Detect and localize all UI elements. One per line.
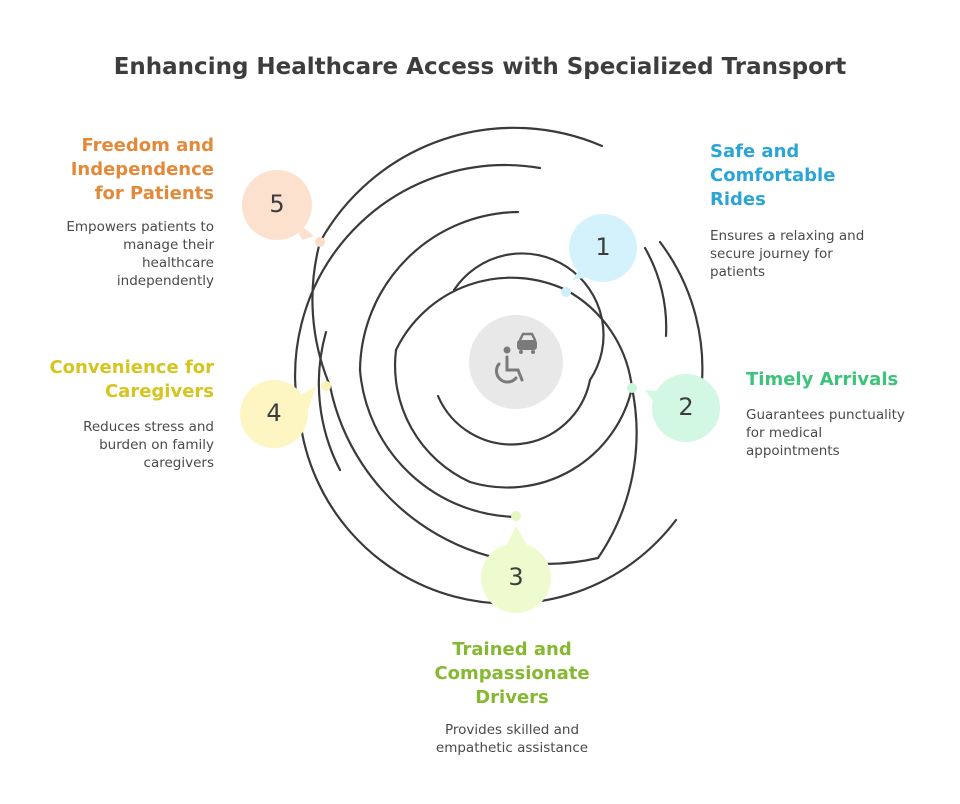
item-5-desc-line: healthcare <box>142 255 214 271</box>
item-1-heading-line: Safe and <box>710 141 800 162</box>
dot-3 <box>511 511 521 521</box>
item-4-desc-line: Reduces stress and <box>83 419 214 435</box>
center-hub <box>469 315 563 409</box>
item-5-desc-line: independently <box>116 273 214 289</box>
dot-1 <box>561 287 571 297</box>
item-1-desc-line: Ensures a relaxing and <box>710 228 865 244</box>
item-2-desc-line: for medical <box>746 425 823 441</box>
wheelchair-car-icon <box>495 332 537 384</box>
item-1-desc-line: secure journey for <box>710 246 833 262</box>
ring-outer-3 <box>596 386 638 560</box>
item-1-heading-line: Rides <box>710 189 766 210</box>
item-5-desc-line: manage their <box>123 237 214 253</box>
item-5-heading-line: for Patients <box>94 183 214 204</box>
ring-core-2 <box>452 252 605 382</box>
item-4-heading: Convenience for Caregivers <box>14 356 214 404</box>
bubble-3 <box>481 526 551 613</box>
item-2-number: 2 <box>678 393 694 421</box>
item-3-heading: Trained and Compassionate Drivers <box>392 638 632 710</box>
item-5-desc-line: Empowers patients to <box>66 219 214 235</box>
page-title: Enhancing Healthcare Access with Special… <box>113 54 847 80</box>
dot-4 <box>321 381 331 391</box>
item-4-description: Reduces stress and burden on family care… <box>14 418 214 472</box>
dot-5 <box>315 237 325 247</box>
item-5-heading-line: Independence <box>70 159 214 180</box>
item-5-heading-line: Freedom and <box>81 135 214 156</box>
bubble-1 <box>569 214 637 282</box>
ring-inner-3 <box>393 348 472 484</box>
ring-third-2 <box>643 246 668 338</box>
ring-second <box>294 163 542 422</box>
item-3-description: Provides skilled and empathetic assistan… <box>392 721 632 757</box>
ring-inner <box>564 288 634 390</box>
item-3-heading-line: Drivers <box>475 687 549 708</box>
item-2-heading: Timely Arrivals <box>746 368 946 392</box>
ring-outer <box>318 126 604 244</box>
item-5-heading: Freedom and Independence for Patients <box>14 134 214 206</box>
item-4-heading-line: Caregivers <box>104 381 214 402</box>
item-3-heading-line: Trained and <box>452 639 572 660</box>
item-2-desc-line: appointments <box>746 443 840 459</box>
item-5-number: 5 <box>269 190 285 218</box>
item-1-number: 1 <box>595 233 611 261</box>
ring-core <box>436 378 592 446</box>
item-2-desc-line: Guarantees punctuality <box>746 407 905 423</box>
item-3-number: 3 <box>508 563 524 591</box>
item-1-heading-line: Comfortable <box>710 165 836 186</box>
ring-third-3 <box>358 368 520 519</box>
item-3-desc-line: Provides skilled and <box>444 722 580 738</box>
ring-third <box>317 330 342 472</box>
item-4-heading-line: Convenience for <box>49 357 214 378</box>
item-4-desc-line: burden on family <box>99 437 214 453</box>
ring-inner-2 <box>468 386 634 489</box>
item-5-description: Empowers patients to manage their health… <box>14 218 214 290</box>
item-3-desc-line: empathetic assistance <box>435 740 589 756</box>
bubble-5 <box>242 170 314 240</box>
dot-2 <box>627 383 637 393</box>
ring-outer-2 <box>311 240 332 388</box>
bubble-4 <box>240 380 316 448</box>
item-2-description: Guarantees punctuality for medical appoi… <box>746 406 946 460</box>
item-1-description: Ensures a relaxing and secure journey fo… <box>710 227 910 281</box>
item-4-number: 4 <box>266 399 282 427</box>
item-1-desc-line: patients <box>710 264 766 280</box>
bubble-2 <box>645 374 720 442</box>
item-3-heading-line: Compassionate <box>434 663 590 684</box>
item-4-desc-line: caregivers <box>143 455 214 471</box>
ring-inner-4 <box>394 276 568 352</box>
item-1-heading: Safe and Comfortable Rides <box>710 140 910 212</box>
item-2-heading-line: Timely Arrivals <box>746 369 899 390</box>
ring-second-3 <box>298 418 678 605</box>
ring-third-4 <box>358 210 520 372</box>
